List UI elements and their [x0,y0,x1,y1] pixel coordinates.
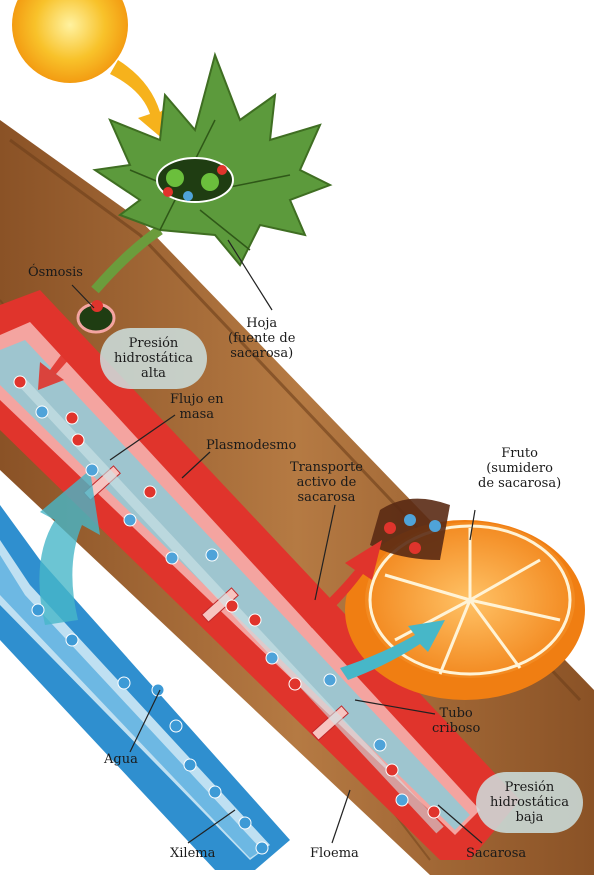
sieve-tube-line-1: Tubo [432,706,480,721]
fruit-line-2: (sumidero [478,461,561,476]
water-molecule [266,652,278,664]
label-fruit: Fruto (sumidero de sacarosa) [478,446,561,491]
water-molecule [66,634,78,646]
pressure-low-line-2: hidrostática [490,795,569,810]
pressure-low-line-1: Presión [490,780,569,795]
label-osmosis: Ósmosis [28,265,83,280]
water-molecule [324,674,336,686]
active-transport-line-2: activo de [290,475,363,490]
label-leaf: Hoja (fuente de sacarosa) [228,316,295,361]
water-molecule [36,406,48,418]
water-molecule [166,552,178,564]
sun [12,0,128,83]
label-water: Agua [104,752,138,767]
xylem-text: Xilema [170,846,215,861]
pressure-high-line-3: alta [114,366,193,381]
phloem-text: Floema [310,846,359,861]
fruit-line-1: Fruto [478,446,561,461]
label-active-transport: Transporte activo de sacarosa [290,460,363,505]
mass-flow-line-2: masa [170,407,224,422]
label-pressure-high: Presión hidrostática alta [100,328,207,389]
water-molecule [184,759,196,771]
sucrose-molecule [144,486,156,498]
active-transport-line-1: Transporte [290,460,363,475]
water-molecule [374,739,386,751]
water-molecule [118,677,130,689]
water-molecule [239,817,251,829]
mass-flow-line-1: Flujo en [170,392,224,407]
water-molecule [256,842,268,854]
label-xylem: Xilema [170,846,215,861]
water-molecule [32,604,44,616]
water-text: Agua [104,752,138,767]
sucrose-molecule [14,376,26,388]
label-plasmodesma: Plasmodesmo [206,438,296,453]
leaf [95,55,330,290]
water-molecule [209,786,221,798]
active-transport-line-3: sacarosa [290,490,363,505]
label-pressure-low: Presión hidrostática baja [476,772,583,833]
sucrose-molecule [66,412,78,424]
water-molecule [396,794,408,806]
water-molecule [170,720,182,732]
pressure-low-line-3: baja [490,810,569,825]
water-molecule [206,549,218,561]
sieve-tube-line-2: criboso [432,721,480,736]
label-phloem: Floema [310,846,359,861]
sucrose-molecule [72,434,84,446]
sucrose-molecule [289,678,301,690]
pressure-high-line-1: Presión [114,336,193,351]
label-sieve-tube: Tubo criboso [432,706,480,736]
plasmodesma-text: Plasmodesmo [206,438,296,453]
leaf-line-2: (fuente de [228,331,295,346]
label-sucrose: Sacarosa [466,846,526,861]
sucrose-molecule [386,764,398,776]
label-mass-flow: Flujo en masa [170,392,224,422]
sucrose-molecule [428,806,440,818]
water-molecule [124,514,136,526]
sucrose-molecule [226,600,238,612]
sucrose-text: Sacarosa [466,846,526,861]
fruit-orange [345,499,585,700]
pressure-high-line-2: hidrostática [114,351,193,366]
water-molecule [86,464,98,476]
osmosis-text: Ósmosis [28,265,83,280]
leaf-line-1: Hoja [228,316,295,331]
fruit-line-3: de sacarosa) [478,476,561,491]
sucrose-molecule [249,614,261,626]
leaf-line-3: sacarosa) [228,346,295,361]
